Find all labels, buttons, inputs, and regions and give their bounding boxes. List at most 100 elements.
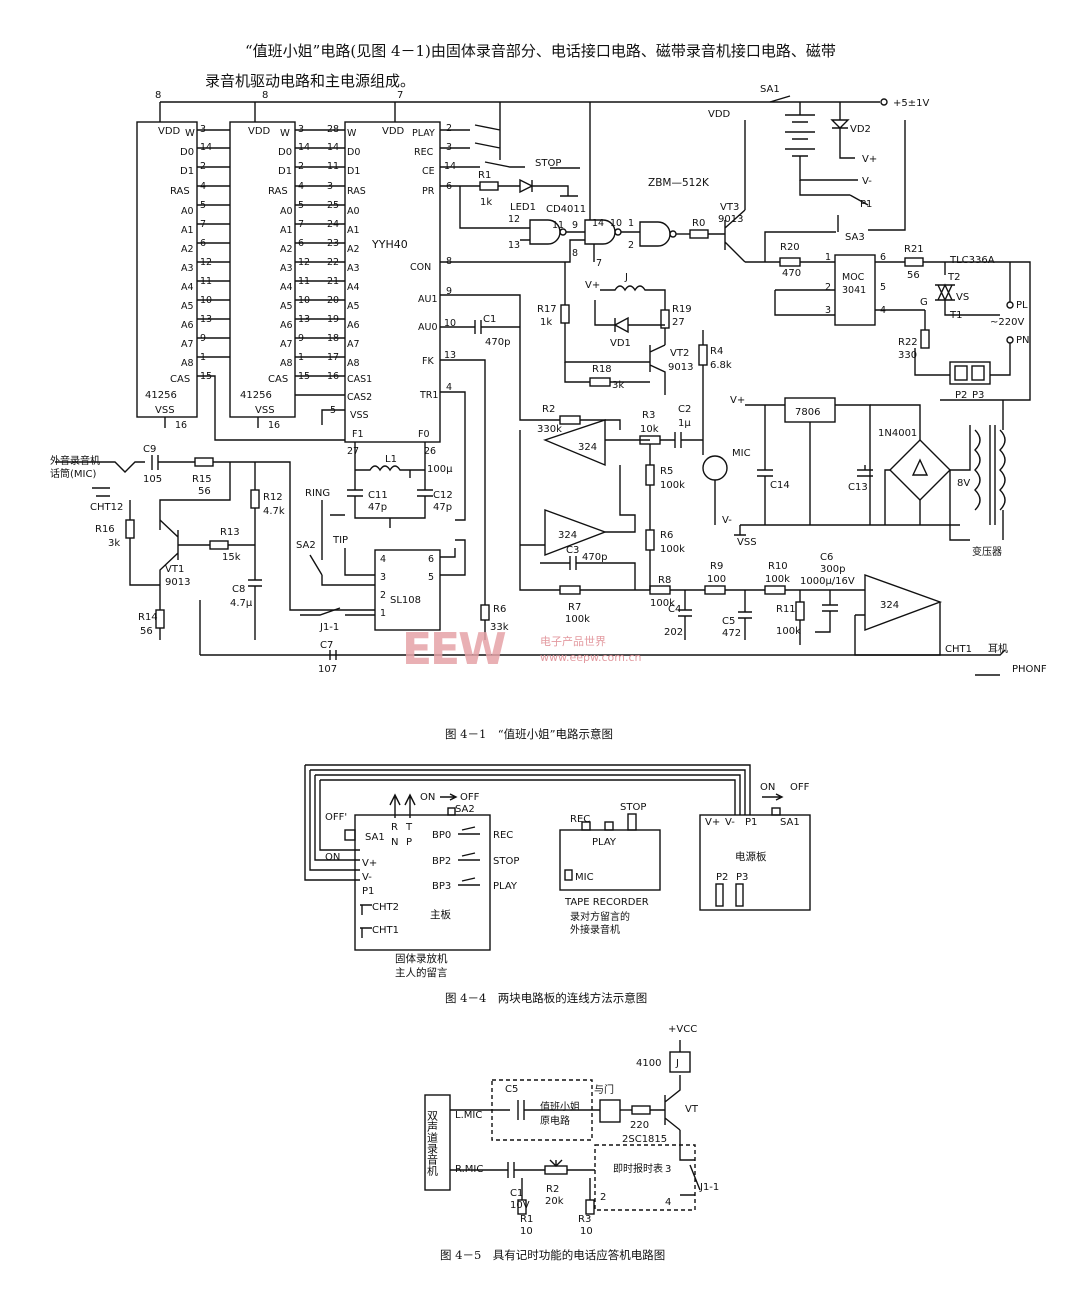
intro-paragraph: “值班小姐”电路(见图 4－1)由固体录音部分、电话接口电路、磁带录音机接口电路… bbox=[205, 36, 905, 96]
svg-text:10: 10 bbox=[580, 1226, 593, 1237]
svg-text:W: W bbox=[185, 128, 195, 139]
svg-text:10k: 10k bbox=[640, 424, 659, 435]
svg-text:话筒(MIC): 话筒(MIC) bbox=[50, 467, 96, 480]
svg-text:R17: R17 bbox=[537, 304, 557, 315]
svg-text:R3: R3 bbox=[578, 1214, 591, 1225]
fig4-wiring: 主板 固体录放机 主人的留言 SA1 OFF' ON V+ V- P1 CHT2… bbox=[304, 764, 811, 979]
svg-text:P3: P3 bbox=[736, 872, 748, 883]
svg-text:C13: C13 bbox=[848, 482, 868, 493]
svg-text:V+: V+ bbox=[705, 817, 720, 828]
svg-text:VDD: VDD bbox=[158, 126, 181, 137]
svg-text:A7: A7 bbox=[181, 339, 194, 350]
svg-text:主人的留言: 主人的留言 bbox=[395, 966, 448, 979]
svg-text:330: 330 bbox=[898, 350, 917, 361]
svg-text:固体录放机: 固体录放机 bbox=[395, 952, 448, 965]
svg-text:R10: R10 bbox=[768, 561, 788, 572]
svg-text:V-: V- bbox=[862, 176, 872, 187]
svg-text:VT2: VT2 bbox=[670, 348, 689, 359]
svg-text:A1: A1 bbox=[181, 225, 194, 236]
svg-text:7806: 7806 bbox=[795, 407, 820, 418]
svg-text:100k: 100k bbox=[765, 574, 790, 585]
svg-text:VD1: VD1 bbox=[610, 338, 631, 349]
svg-text:VDD: VDD bbox=[248, 126, 271, 137]
svg-text:C8: C8 bbox=[232, 584, 245, 595]
svg-text:VSS: VSS bbox=[155, 405, 175, 416]
svg-text:A6: A6 bbox=[347, 320, 360, 331]
svg-text:100μ: 100μ bbox=[427, 464, 453, 475]
svg-text:PL: PL bbox=[1016, 300, 1028, 311]
svg-text:C2: C2 bbox=[678, 404, 691, 415]
svg-text:R13: R13 bbox=[220, 527, 240, 538]
watermark-logo: EEW bbox=[402, 624, 507, 675]
svg-text:SA1: SA1 bbox=[365, 832, 385, 843]
svg-text:472: 472 bbox=[722, 628, 741, 639]
svg-text:A6: A6 bbox=[181, 320, 194, 331]
svg-text:14: 14 bbox=[592, 218, 604, 229]
svg-text:A2: A2 bbox=[280, 244, 293, 255]
svg-text:2: 2 bbox=[446, 123, 452, 134]
svg-text:R2: R2 bbox=[546, 1184, 559, 1195]
svg-text:26: 26 bbox=[424, 446, 436, 457]
svg-text:A0: A0 bbox=[181, 206, 194, 217]
svg-text:A8: A8 bbox=[280, 358, 293, 369]
intro-line-2: 录音机驱动电路和主电源组成。 bbox=[205, 72, 416, 90]
ext-recorder-label: 外音录音机 bbox=[50, 454, 100, 467]
svg-text:1μ: 1μ bbox=[678, 418, 691, 429]
svg-text:1000μ/16V: 1000μ/16V bbox=[800, 576, 855, 587]
resistor-r20 bbox=[779, 257, 801, 267]
tlc336a-label: TLC336A bbox=[949, 255, 995, 266]
svg-text:16: 16 bbox=[175, 420, 187, 431]
ram1-label: 41256 bbox=[145, 390, 177, 401]
svg-text:5: 5 bbox=[880, 282, 886, 293]
svg-text:R15: R15 bbox=[192, 474, 212, 485]
svg-text:CON: CON bbox=[410, 262, 431, 273]
svg-text:A2: A2 bbox=[347, 244, 360, 255]
svg-text:300p: 300p bbox=[820, 564, 845, 575]
svg-text:4.7k: 4.7k bbox=[263, 506, 285, 517]
svg-text:9: 9 bbox=[446, 286, 452, 297]
svg-text:VS: VS bbox=[956, 292, 969, 303]
yyh40-chip bbox=[344, 121, 441, 443]
svg-text:BP3: BP3 bbox=[432, 881, 451, 892]
svg-text:P1: P1 bbox=[860, 199, 872, 210]
svg-text:4.7μ: 4.7μ bbox=[230, 598, 253, 609]
svg-text:R19: R19 bbox=[672, 304, 692, 315]
svg-text:N: N bbox=[391, 837, 398, 848]
timer-box bbox=[594, 1144, 696, 1211]
svg-text:L1: L1 bbox=[385, 454, 397, 465]
svg-text:FK: FK bbox=[422, 356, 434, 367]
svg-text:470p: 470p bbox=[485, 337, 510, 348]
svg-text:P2: P2 bbox=[716, 872, 728, 883]
resistor-r1 bbox=[479, 181, 499, 191]
svg-text:~220V: ~220V bbox=[990, 317, 1024, 328]
svg-text:56: 56 bbox=[140, 626, 153, 637]
fig5-caption: 图 4－5 具有记时功能的电话应答机电路图 bbox=[440, 1248, 666, 1262]
sl108-chip bbox=[374, 549, 441, 631]
svg-text:R11: R11 bbox=[776, 604, 796, 615]
svg-text:与门: 与门 bbox=[594, 1083, 614, 1096]
svg-text:R14: R14 bbox=[138, 612, 158, 623]
svg-text:1k: 1k bbox=[480, 197, 492, 208]
svg-text:STOP: STOP bbox=[620, 802, 646, 813]
zbm-label: ZBM—512K bbox=[648, 177, 710, 189]
svg-text:R2: R2 bbox=[542, 404, 555, 415]
svg-text:LED1: LED1 bbox=[510, 202, 536, 213]
timer-label: 即时报时表 bbox=[613, 1162, 663, 1175]
svg-text:7: 7 bbox=[596, 258, 602, 269]
svg-text:27: 27 bbox=[347, 446, 359, 457]
svg-text:8V: 8V bbox=[957, 478, 970, 489]
svg-text:C12: C12 bbox=[433, 490, 453, 501]
svg-text:R21: R21 bbox=[904, 244, 924, 255]
svg-text:P: P bbox=[406, 837, 412, 848]
svg-text:REC: REC bbox=[570, 814, 590, 825]
svg-text:BP0: BP0 bbox=[432, 830, 451, 841]
svg-text:3041: 3041 bbox=[842, 285, 866, 296]
svg-text:C6: C6 bbox=[820, 552, 833, 563]
vt3-label: VT3 bbox=[720, 202, 739, 213]
svg-text:F1: F1 bbox=[352, 429, 364, 440]
svg-text:10V: 10V bbox=[510, 1200, 530, 1211]
svg-text:C14: C14 bbox=[770, 480, 790, 491]
svg-text:V+: V+ bbox=[862, 154, 877, 165]
svg-text:105: 105 bbox=[143, 474, 162, 485]
svg-text:100k: 100k bbox=[660, 480, 685, 491]
